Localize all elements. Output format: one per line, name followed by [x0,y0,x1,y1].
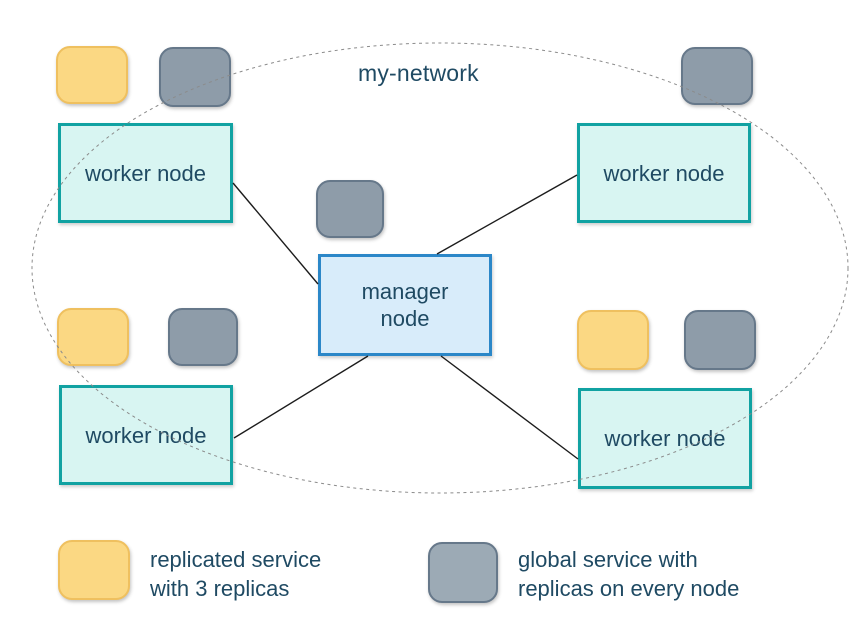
worker-node-label: worker node [84,160,207,186]
manager-node-label-line1: manager [361,279,449,304]
global-service-icon [159,47,231,107]
legend-replicated-line1: replicated service [150,547,322,572]
connector-worker-br-manager [440,355,579,460]
global-service-icon [681,47,753,105]
manager-node-label-line2: node [380,306,430,331]
legend-global-line2: replicas on every node [518,576,740,601]
worker-node-bottom-left: worker node [59,385,233,485]
replicated-service-icon [57,308,129,366]
legend-global-service-icon [428,542,498,603]
replicated-service-icon [56,46,128,104]
global-service-icon [168,308,238,366]
legend-replicated-service-icon [58,540,130,600]
manager-node: manager node [318,254,492,356]
worker-node-top-left: worker node [58,123,233,223]
worker-node-label: worker node [603,160,725,186]
worker-node-top-right: worker node [577,123,751,223]
legend-replicated-line2: with 3 replicas [150,576,290,601]
legend-replicated-service-text: replicated service with 3 replicas [150,545,321,603]
replicated-service-icon [577,310,649,370]
legend-global-service-text: global service with replicas on every no… [518,545,739,603]
connector-worker-tl-manager [232,182,319,285]
legend-global-line1: global service with [518,547,698,572]
worker-node-bottom-right: worker node [578,388,752,489]
global-service-icon [316,180,384,238]
connector-worker-bl-manager [233,355,369,439]
worker-node-label: worker node [85,422,207,448]
network-label: my-network [358,60,479,86]
connector-worker-tr-manager [436,174,578,255]
worker-node-label: worker node [604,426,726,451]
global-service-icon [684,310,756,370]
